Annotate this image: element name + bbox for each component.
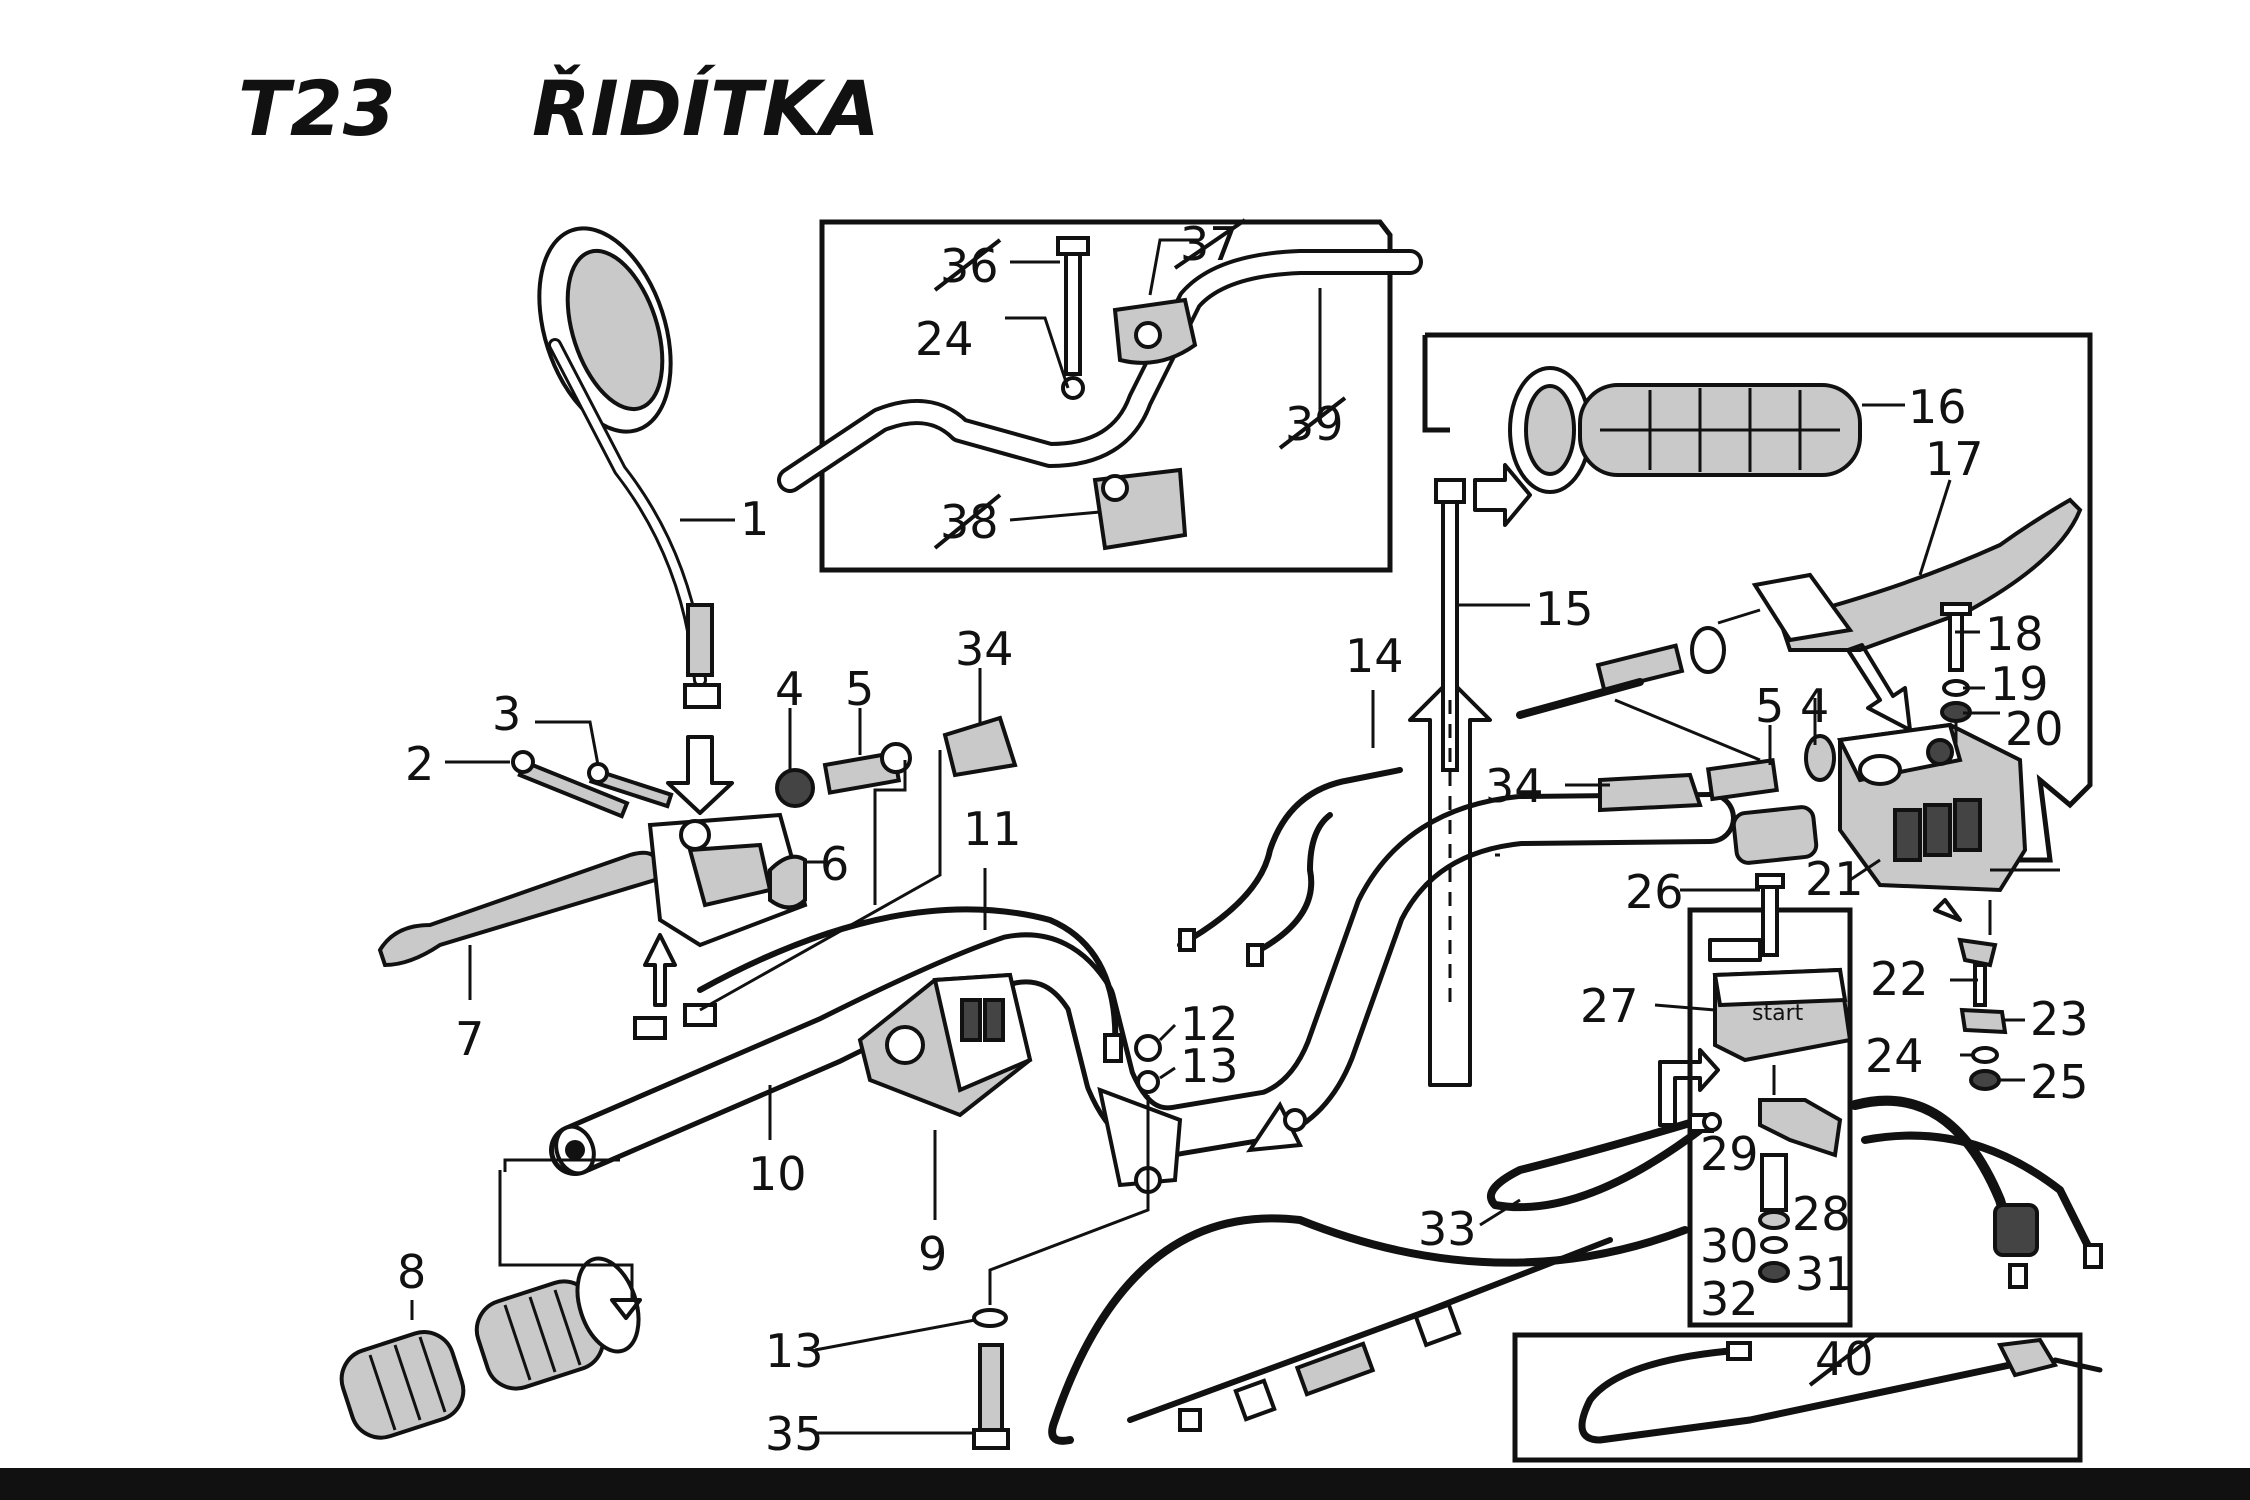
label-7: 7	[455, 1012, 484, 1066]
assembly-arrow	[666, 735, 734, 815]
nut-4	[775, 768, 815, 808]
label-5: 5	[845, 662, 874, 716]
start-switch-box: start	[1658, 873, 1853, 1328]
diagram-title: T23 ŘIDÍTKA	[238, 64, 880, 153]
label-20: 20	[2005, 702, 2064, 756]
cover-34b	[1598, 772, 1703, 813]
part-29	[1760, 1153, 1788, 1212]
washer-13	[1136, 1070, 1160, 1094]
part-22	[1957, 937, 1998, 968]
cable-11	[697, 906, 1119, 1053]
washer-13b	[972, 1308, 1008, 1328]
label-4: 4	[775, 662, 804, 716]
nut-32	[1758, 1261, 1790, 1283]
nut-4b	[1804, 734, 1836, 782]
assembly-arrow-large	[1408, 678, 1492, 1087]
label-14: 14	[1345, 629, 1404, 683]
long-cable	[1048, 1214, 1689, 1445]
part-28	[1758, 1098, 1843, 1158]
label-19: 19	[1990, 657, 2049, 711]
right-lever-assembly-21	[1836, 722, 2028, 893]
label-35: 35	[765, 1407, 824, 1461]
nut-right	[1690, 626, 1726, 674]
label-5b: 5	[1755, 679, 1784, 733]
part-23	[1959, 1007, 2008, 1035]
start-text: start	[1752, 1001, 1804, 1026]
label-6: 6	[820, 837, 849, 891]
label-11: 11	[963, 802, 1022, 856]
title-name: ŘIDÍTKA	[532, 64, 880, 153]
label-30: 30	[1700, 1219, 1759, 1273]
washer-24b	[1971, 1046, 1999, 1064]
washer-30	[1758, 1210, 1790, 1230]
label-13: 13	[1180, 1039, 1239, 1093]
label-26: 26	[1625, 865, 1684, 919]
label-1: 1	[740, 492, 769, 546]
adjuster-5b	[1705, 758, 1780, 802]
bolt-36	[1064, 242, 1082, 376]
label-12: 12	[1180, 997, 1239, 1051]
label-3: 3	[492, 687, 521, 741]
washer-31	[1760, 1236, 1788, 1254]
label-25: 25	[2030, 1055, 2089, 1109]
cover-34	[942, 715, 1018, 778]
label-23: 23	[2030, 992, 2089, 1046]
label-27: 27	[1580, 979, 1639, 1033]
label-34: 34	[955, 622, 1014, 676]
label-9: 9	[918, 1227, 947, 1281]
switch-housing-9	[857, 972, 1033, 1118]
left-lever-assembly	[377, 715, 1018, 1040]
bolt-18	[1948, 608, 1964, 672]
label-29: 29	[1700, 1127, 1759, 1181]
label-24: 24	[1865, 1029, 1924, 1083]
part-labels: 1 2 3 4 5 6 7 8 9 10 11 12 13 13 14 15 1…	[397, 217, 2089, 1461]
label-15: 15	[1535, 582, 1594, 636]
label-4b: 4	[1800, 679, 1829, 733]
label-34b: 34	[1485, 759, 1544, 813]
title-code: T23	[238, 64, 396, 153]
inset-right	[1422, 332, 2093, 863]
label-2: 2	[405, 737, 434, 791]
label-16: 16	[1908, 380, 1967, 434]
leaders	[410, 630, 2025, 1435]
brake-lever-17	[1777, 497, 2083, 652]
handlebar-10	[549, 792, 1736, 1194]
cable-33	[1486, 1116, 1704, 1212]
label-28: 28	[1792, 1187, 1851, 1241]
label-18: 18	[1985, 607, 2044, 661]
label-13b: 13	[765, 1324, 824, 1378]
clamp-6	[768, 854, 807, 910]
screw-26	[1761, 883, 1779, 957]
label-32: 32	[1700, 1272, 1759, 1326]
grip-8	[339, 1170, 642, 1440]
wire-right-1	[1850, 1095, 2020, 1255]
label-33: 33	[1418, 1202, 1477, 1256]
scan-edge	[0, 1468, 2250, 1500]
label-8: 8	[397, 1245, 426, 1299]
clutch-lever-7	[377, 850, 660, 968]
label-31: 31	[1795, 1247, 1854, 1301]
label-17: 17	[1925, 432, 1984, 486]
label-21: 21	[1805, 852, 1864, 906]
washer-12	[1134, 1034, 1162, 1062]
nut-25	[1969, 1069, 2001, 1091]
bolt-35	[978, 1343, 1004, 1442]
label-10: 10	[748, 1147, 807, 1201]
label-22: 22	[1870, 952, 1929, 1006]
cable-14	[1177, 767, 1403, 948]
mirror-1	[537, 226, 735, 709]
inset-top	[777, 219, 1423, 573]
label-24a: 24	[915, 312, 974, 366]
inset-bottom	[1512, 1332, 2103, 1463]
